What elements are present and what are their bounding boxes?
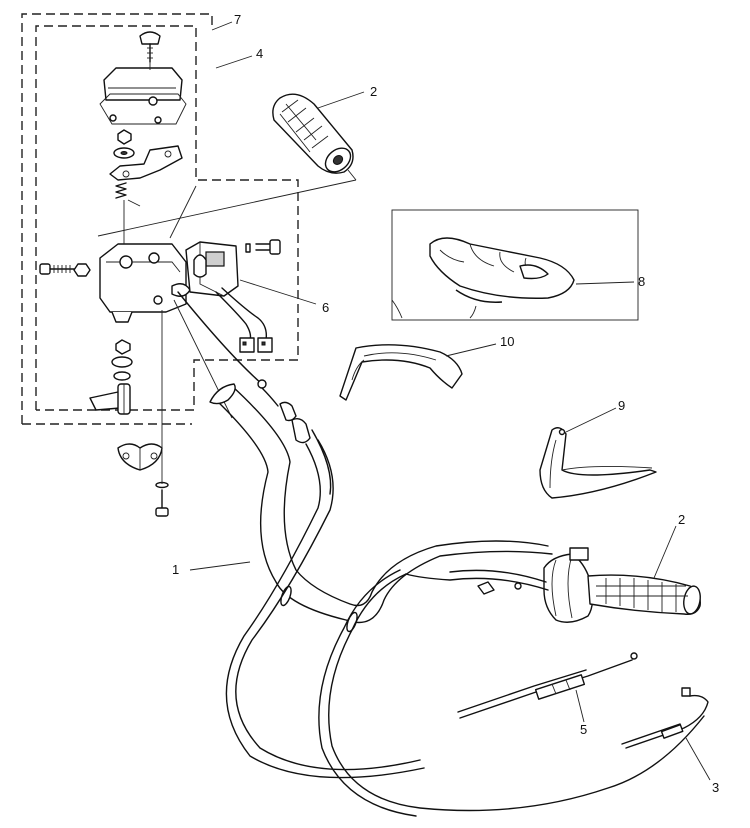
- leader-lines: [189, 21, 711, 781]
- assembly-guide-lines: [97, 62, 357, 484]
- callout-6: 6: [322, 300, 329, 315]
- nut-and-washer: [113, 129, 135, 159]
- cable-5: [457, 652, 638, 719]
- grip-left: [272, 93, 357, 181]
- callout-labels: 7 4 2 6 8 10 9 1 2 5 3: [172, 12, 719, 795]
- callout-1: 1: [172, 562, 179, 577]
- throttle-cable-upper: [177, 291, 311, 444]
- small-screw-right: [245, 239, 281, 255]
- switch-assembly-box-4: [35, 25, 299, 411]
- handlebar: [209, 383, 553, 633]
- throttle-cable-loop: [225, 439, 425, 779]
- callout-8: 8: [638, 274, 645, 289]
- callout-9: 9: [618, 398, 625, 413]
- bolt-left: [39, 263, 91, 277]
- callout-7: 7: [234, 12, 241, 27]
- switch-cover: [99, 67, 187, 125]
- right-switch-block: [185, 241, 273, 353]
- grip-right: [587, 574, 701, 616]
- callout-5: 5: [580, 722, 587, 737]
- callout-4: 4: [256, 46, 263, 61]
- lower-screw: [155, 481, 169, 517]
- throttle-lever: [89, 383, 131, 415]
- right-throttle-housing: [543, 547, 594, 623]
- hand-guard-8: [391, 209, 639, 321]
- switch-assembly-box-7: [21, 13, 213, 425]
- callout-2-top: 2: [370, 84, 377, 99]
- callout-2-right: 2: [678, 512, 685, 527]
- screw-top: [139, 31, 161, 63]
- right-cable: [318, 569, 705, 817]
- lower-nut-washer: [111, 339, 133, 381]
- hand-guard-10: [339, 344, 463, 401]
- lower-clamp: [117, 443, 163, 471]
- callout-10: 10: [500, 334, 514, 349]
- guard-bar-9: [539, 427, 657, 499]
- spring: [115, 182, 141, 207]
- cable-3: [621, 687, 709, 749]
- switch-housing: [99, 243, 191, 323]
- callout-3: 3: [712, 780, 719, 795]
- bracket-plate: [109, 145, 183, 181]
